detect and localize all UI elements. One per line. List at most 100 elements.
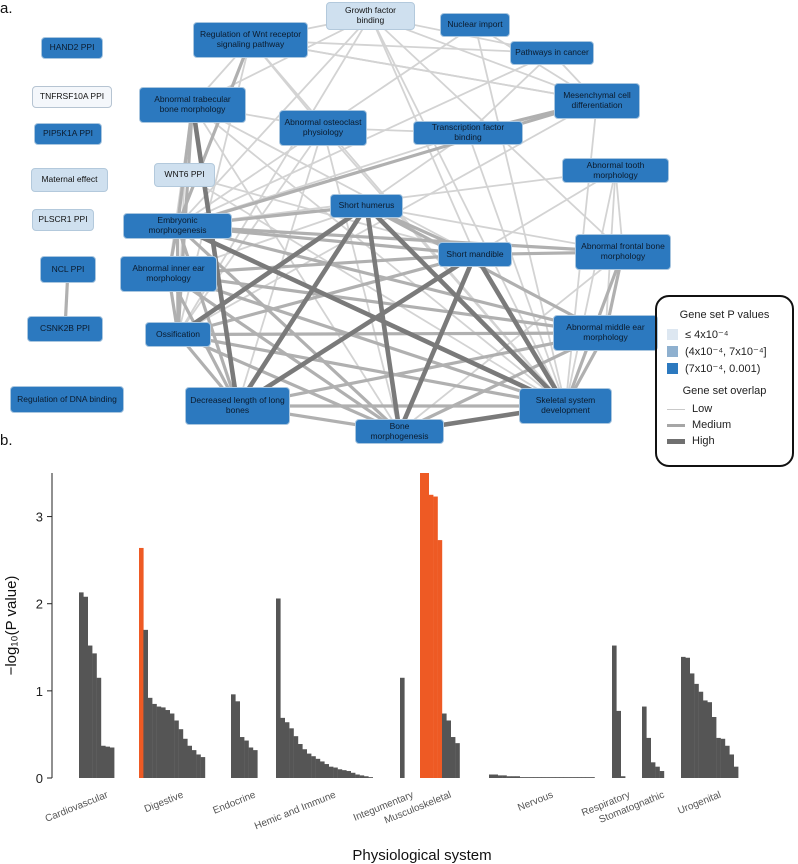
bar-digestive-10 xyxy=(183,738,188,778)
bar-musculoskeletal-2 xyxy=(428,494,434,778)
bar-musculoskeletal-5 xyxy=(442,713,447,778)
x-tick-label-digestive: Digestive xyxy=(143,789,186,815)
legend-p-mid: (4x10⁻⁴, 7x10⁻⁴] xyxy=(667,345,767,358)
bar-urogenital-0 xyxy=(681,656,686,778)
edge-mandible-skeletal xyxy=(473,253,568,408)
bar-nervous-23 xyxy=(590,777,595,778)
edge-osteoclast-skeletal xyxy=(322,127,567,407)
bar-nervous-7 xyxy=(519,777,525,778)
bar-hemic-and-immune-17 xyxy=(350,772,356,778)
bar-endocrine-2 xyxy=(239,737,245,778)
edge-ossif-bonemorph xyxy=(177,333,401,433)
bar-nervous-6 xyxy=(515,776,520,778)
x-tick-label-endocrine: Endocrine xyxy=(211,789,257,816)
bar-musculoskeletal-1 xyxy=(424,473,429,778)
legend-p-high-label: (7x10⁻⁴, 0.001) xyxy=(685,363,761,375)
bar-digestive-0 xyxy=(139,547,144,778)
bar-hemic-and-immune-13 xyxy=(333,767,338,778)
bar-urogenital-11 xyxy=(729,754,734,778)
edge-mandible-bonemorph xyxy=(397,253,478,433)
node-humerus: Short humerus xyxy=(330,194,403,218)
bar-urogenital-5 xyxy=(703,700,708,778)
y-axis-label: −log₁₀(P value) xyxy=(3,576,20,676)
bar-digestive-9 xyxy=(178,729,184,778)
edge-middleear-innerear xyxy=(168,272,606,335)
node-tooth: Abnormal tooth morphology xyxy=(562,158,669,183)
bar-hemic-and-immune-10 xyxy=(320,761,325,778)
bar-nervous-14 xyxy=(550,777,556,778)
bar-nervous-8 xyxy=(524,777,529,778)
bar-musculoskeletal-8 xyxy=(455,743,460,778)
node-cancer: Pathways in cancer xyxy=(510,41,594,65)
legend-overlap-low: Low xyxy=(667,403,712,415)
bar-nervous-0 xyxy=(489,774,494,778)
panel-label-a: a. xyxy=(0,0,13,17)
bar-cardiovascular-1 xyxy=(83,596,88,778)
bar-nervous-20 xyxy=(577,777,582,778)
bar-hemic-and-immune-9 xyxy=(315,758,321,778)
y-tick-label-3: 3 xyxy=(36,510,43,525)
bar-digestive-12 xyxy=(191,750,197,778)
bar-nervous-13 xyxy=(546,777,551,778)
bar-hemic-and-immune-7 xyxy=(306,753,312,778)
edge-trabec-longbone xyxy=(190,104,240,407)
bar-digestive-14 xyxy=(200,757,206,778)
legend-title-overlap: Gene set overlap xyxy=(682,385,767,397)
bar-nervous-16 xyxy=(559,777,564,778)
node-embryo: Embryonic morphogenesis xyxy=(123,213,232,239)
bar-hemic-and-immune-18 xyxy=(355,774,360,778)
bar-hemic-and-immune-11 xyxy=(324,764,329,778)
edge-wnt-mesen xyxy=(250,39,598,102)
x-tick-label-hemic-and-immune: Hemic and Immune xyxy=(253,789,338,832)
bar-cardiovascular-3 xyxy=(92,653,97,778)
edge-mandible-longbone xyxy=(236,252,477,408)
edge-wnt-embryo xyxy=(176,39,252,227)
bar-urogenital-1 xyxy=(685,657,690,778)
bar-nervous-2 xyxy=(497,775,503,778)
node-trabec: Abnormal trabecular bone morphology xyxy=(139,87,246,123)
bar-stomatognathic-2 xyxy=(650,762,656,778)
legend-title-p: Gene set P values xyxy=(679,309,770,321)
bar-cardiovascular-5 xyxy=(101,745,106,778)
y-tick-label-1: 1 xyxy=(36,684,43,699)
x-tick-label-cardiovascular: Cardiovascular xyxy=(44,789,111,824)
legend-swatch-mid xyxy=(667,346,678,357)
edge-skeletal-ossif xyxy=(177,332,566,408)
node-wnt: Regulation of Wnt receptor signaling pat… xyxy=(193,22,308,58)
bar-digestive-4 xyxy=(156,706,162,778)
bar-urogenital-7 xyxy=(711,717,717,778)
node-wnt6: WNT6 PPI xyxy=(154,163,215,187)
bar-stomatognathic-4 xyxy=(659,771,665,778)
bar-cardiovascular-6 xyxy=(105,746,110,778)
bar-hemic-and-immune-12 xyxy=(328,766,334,778)
bar-respiratory-2 xyxy=(620,776,626,778)
node-ncl: NCL PPI xyxy=(40,256,96,283)
node-ossif: Ossification xyxy=(145,322,211,347)
bar-stomatognathic-3 xyxy=(655,766,660,778)
legend-overlap-medium: Medium xyxy=(667,419,731,431)
edge-longbone-middleear xyxy=(237,331,606,408)
bar-digestive-11 xyxy=(187,745,192,778)
x-tick-label-urogenital: Urogenital xyxy=(676,790,722,817)
x-axis-label: Physiological system xyxy=(352,847,491,864)
bar-respiratory-0 xyxy=(612,645,617,778)
node-longbone: Decreased length of long bones xyxy=(185,387,290,425)
bar-hemic-and-immune-1 xyxy=(280,717,285,778)
bar-endocrine-3 xyxy=(244,740,249,778)
bar-musculoskeletal-7 xyxy=(450,737,456,778)
network-diagram xyxy=(63,15,625,434)
bar-musculoskeletal-0 xyxy=(420,473,425,778)
legend-line-low xyxy=(667,408,685,410)
node-bonemorph: Bone morphogenesis xyxy=(355,419,444,444)
bar-urogenital-2 xyxy=(689,673,695,778)
bar-musculoskeletal-6 xyxy=(446,720,451,778)
bar-hemic-and-immune-0 xyxy=(276,598,281,778)
bar-digestive-6 xyxy=(165,710,170,778)
bar-digestive-2 xyxy=(147,697,153,778)
node-mesen: Mesenchymal cell differentiation xyxy=(554,83,640,119)
legend-overlap-medium-label: Medium xyxy=(692,419,732,431)
legend-p-low-label: ≤ 4x10⁻⁴ xyxy=(685,329,729,341)
legend-p-low: ≤ 4x10⁻⁴ xyxy=(667,328,728,341)
node-frontal: Abnormal frontal bone morphology xyxy=(575,234,671,270)
node-csnk2b: CSNK2B PPI xyxy=(27,316,103,342)
